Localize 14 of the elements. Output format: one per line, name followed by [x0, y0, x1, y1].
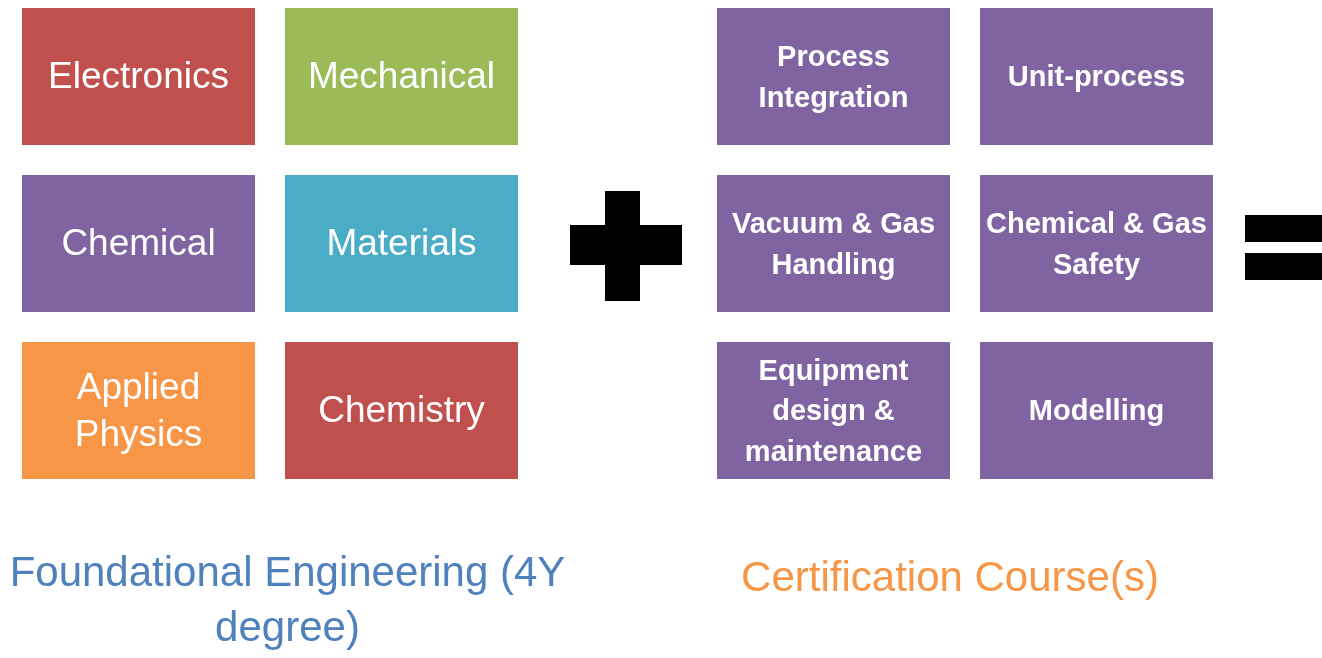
subject-tile: Chemical [22, 175, 255, 312]
subject-tile: Equipment design & maintenance [717, 342, 950, 479]
subject-tile: Applied Physics [22, 342, 255, 479]
group-caption: Foundational Engineering (4Y degree) [8, 547, 567, 652]
subject-tile: Modelling [980, 342, 1213, 479]
group-caption: Certification Course(s) [740, 552, 1160, 602]
subject-tile: Materials [285, 175, 518, 312]
subject-tile: Process Integration [717, 8, 950, 145]
subject-tile: Unit-process [980, 8, 1213, 145]
subject-tile: Chemical & Gas Safety [980, 175, 1213, 312]
subject-tile: Chemistry [285, 342, 518, 479]
subject-tile: Electronics [22, 8, 255, 145]
subject-tile: Mechanical [285, 8, 518, 145]
subject-tile: Vacuum & Gas Handling [717, 175, 950, 312]
